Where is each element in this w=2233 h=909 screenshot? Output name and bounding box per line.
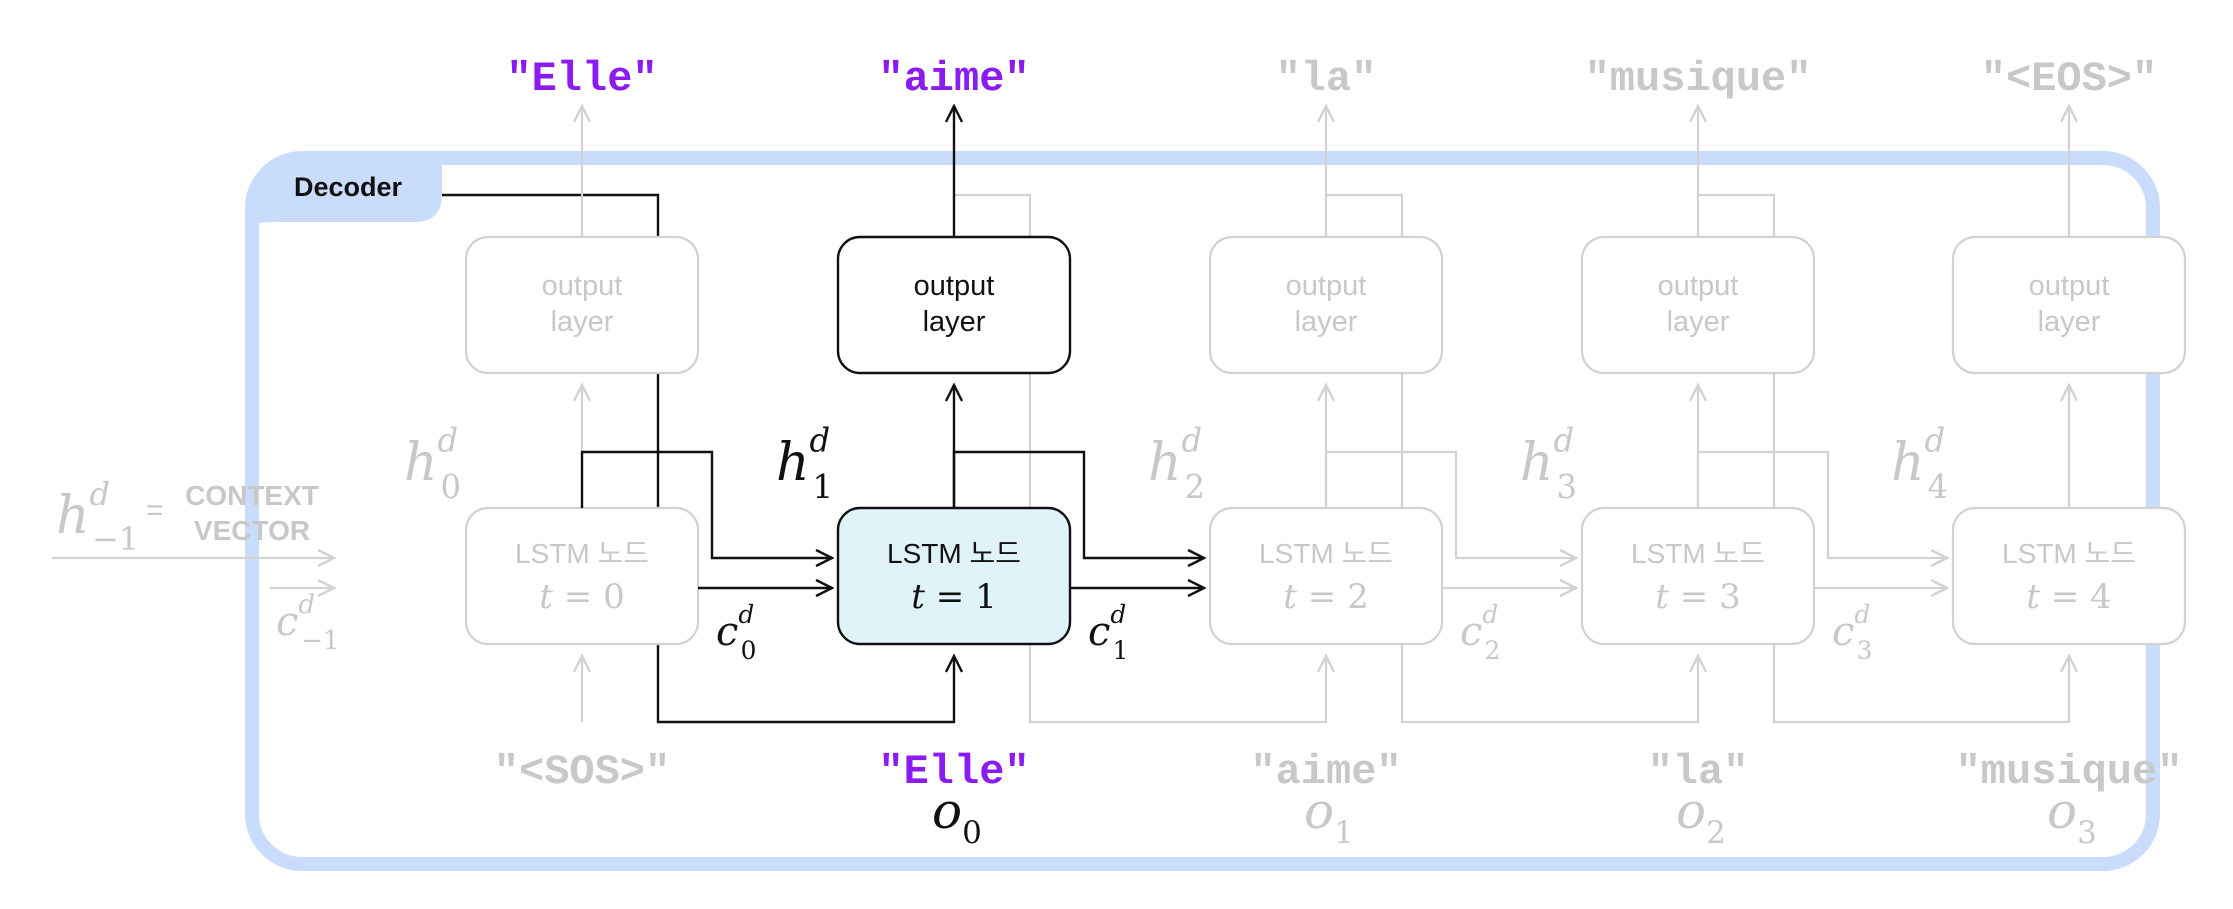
decoder-label-tab: [252, 158, 442, 225]
output-token: "<EOS>": [1981, 55, 2157, 103]
input-symbol: o2: [1676, 782, 1726, 851]
output-token: "aime": [878, 55, 1029, 103]
output-layer-box: [1951, 235, 2187, 375]
input-token: "aime": [1250, 748, 1401, 796]
output-token: "Elle": [506, 55, 657, 103]
input-token: "Elle": [878, 748, 1029, 796]
output-token: "musique": [1585, 55, 1812, 103]
output-layer-box: [464, 235, 700, 375]
lstm-node-box: [464, 506, 700, 646]
step-connections: [442, 193, 2069, 724]
input-token: "musique": [1956, 748, 2183, 796]
output-layer-label: output: [1286, 270, 1367, 302]
output-layer-label: layer: [1295, 306, 1358, 338]
lstm-node-label: LSTM 노드: [2002, 538, 2136, 569]
timestep-label: t = 3: [1655, 577, 1740, 617]
output-layer-label: layer: [1667, 306, 1730, 338]
output-layer-label: layer: [551, 306, 614, 338]
output-layer-label: output: [2029, 270, 2110, 302]
lstm-node-label: LSTM 노드: [887, 538, 1021, 569]
lstm-node-label: LSTM 노드: [1631, 538, 1765, 569]
input-symbol: o1: [1304, 782, 1354, 851]
lstm-node-box: [1580, 506, 1816, 646]
output-layer-label: layer: [2038, 306, 2101, 338]
input-symbol: o0: [932, 782, 982, 851]
svg-text:cd−1: cd−1: [276, 590, 339, 656]
output-layer-label: layer: [923, 306, 986, 338]
context-line2: VECTOR: [194, 515, 310, 546]
timestep-label: t = 4: [2026, 577, 2111, 617]
svg-text:=: =: [146, 494, 164, 527]
lstm-node-box: [1208, 506, 1444, 646]
input-token: "<SOS>": [494, 748, 670, 796]
output-layer-box: [836, 235, 1072, 375]
context-vector: hd−1 = CONTEXT VECTOR: [52, 475, 334, 558]
output-layer-label: output: [914, 270, 995, 302]
context-h-label: hd−1: [56, 475, 139, 558]
output-layer-label: output: [1658, 270, 1739, 302]
output-layer-box: [1208, 235, 1444, 375]
lstm-node-box: [836, 506, 1072, 646]
lstm-node-label: LSTM 노드: [515, 538, 649, 569]
timestep-label: t = 1: [911, 577, 996, 617]
initial-cell-state: cd−1: [270, 588, 339, 656]
lstm-node-label: LSTM 노드: [1259, 538, 1393, 569]
input-token: "la": [1648, 748, 1749, 796]
decoder-label: Decoder: [294, 172, 403, 202]
output-layer-box: [1580, 235, 1816, 375]
lstm-node-box: [1951, 506, 2187, 646]
timestep-label: t = 0: [539, 577, 624, 617]
output-layer-label: output: [542, 270, 623, 302]
context-line1: CONTEXT: [185, 480, 319, 511]
output-token: "la": [1276, 55, 1377, 103]
timestep-label: t = 2: [1283, 577, 1368, 617]
input-symbol: o3: [2047, 782, 2097, 851]
